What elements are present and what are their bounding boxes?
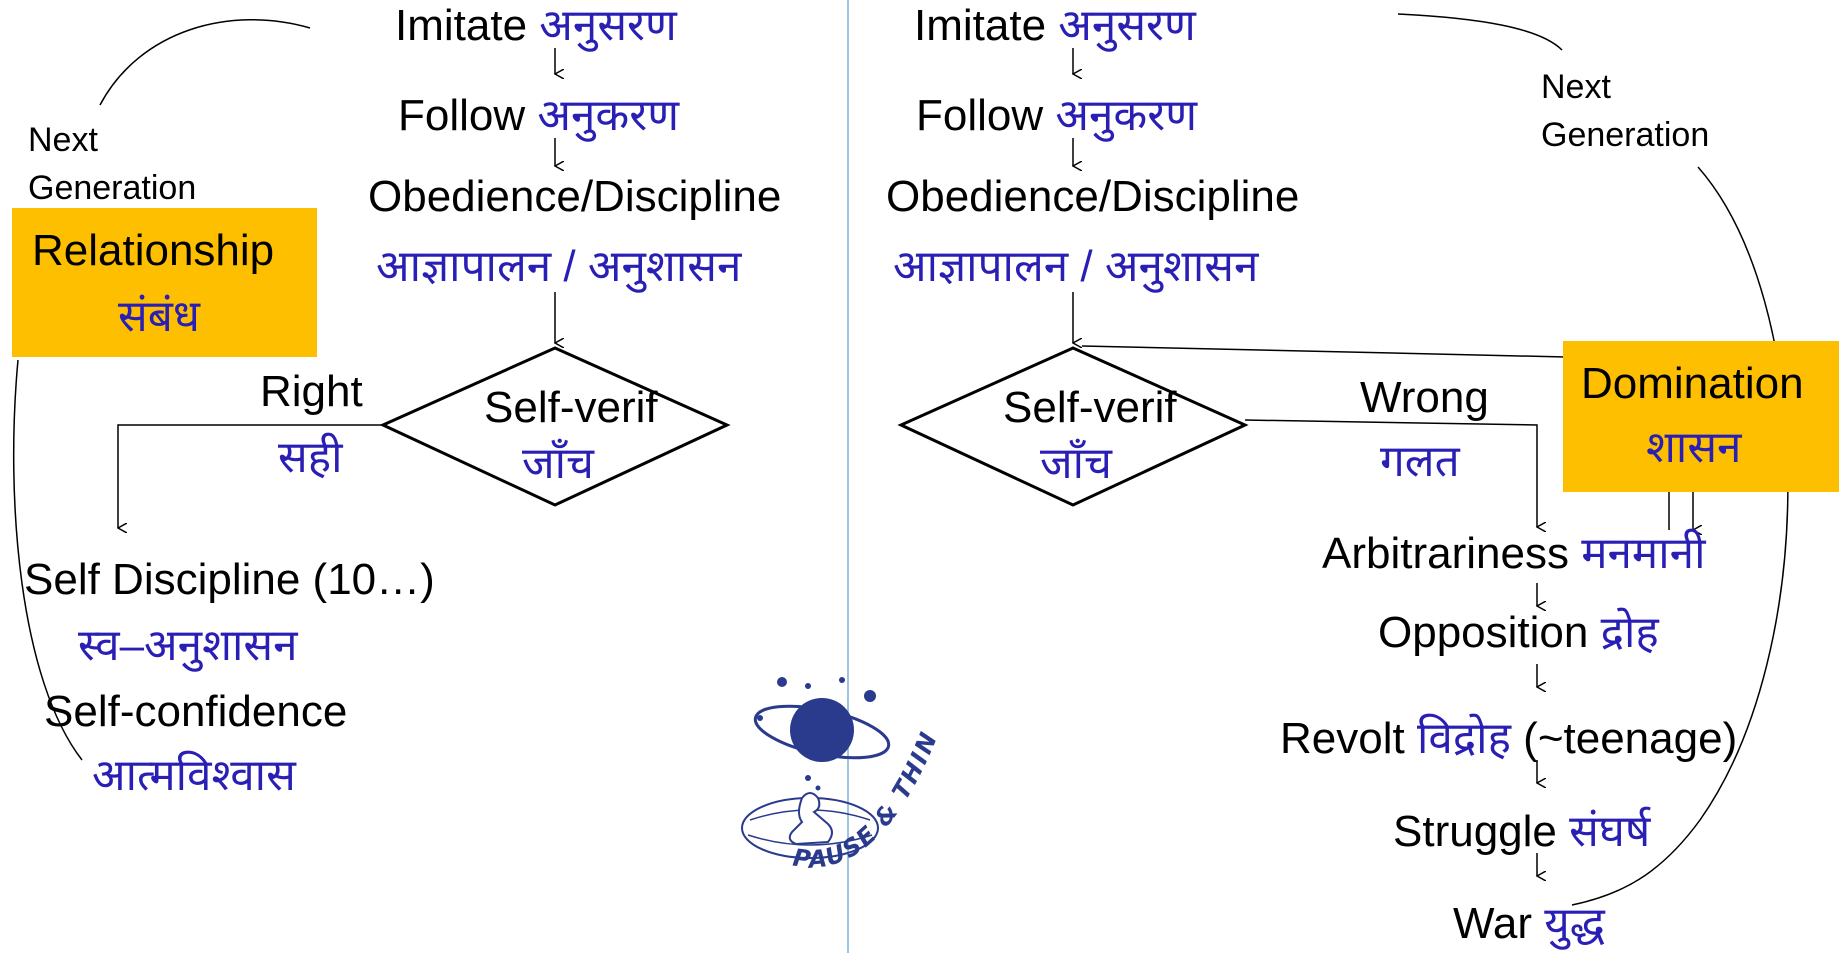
next-gen-curve-left-top xyxy=(99,19,311,106)
next-gen-right-line1: Next xyxy=(1541,68,1611,106)
war-en: War xyxy=(1453,899,1533,948)
self-discipline-hi: स्व–अनुशासन xyxy=(78,621,298,670)
verify-hi-left: जाँच xyxy=(522,439,594,488)
revolt-note: (~teenage) xyxy=(1523,714,1738,763)
obedience-hi-right: आज्ञापालन / अनुशासन xyxy=(893,242,1259,291)
next-gen-curve-right-top xyxy=(1397,13,1563,51)
decision-diamond-right xyxy=(897,346,1249,507)
next-gen-curve-right-bottom xyxy=(1571,166,1789,906)
verify-en-right: Self-verif xyxy=(1003,383,1177,432)
logo-text: PAUSE & THINK xyxy=(730,670,942,874)
arbitrariness-hi: मनमानी xyxy=(1581,529,1706,578)
revolt-hi: विद्रोह xyxy=(1416,714,1511,763)
opposition-en: Opposition xyxy=(1378,608,1589,657)
imitate-en-right: Imitate xyxy=(914,1,1047,50)
next-gen-curve-left-bottom xyxy=(12,359,83,761)
arbitrariness-label: Arbitrariness मनमानी xyxy=(1322,532,1705,576)
wrong-hi: गलत xyxy=(1380,437,1460,486)
follow-en-left: Follow xyxy=(398,91,526,140)
svg-text:PAUSE & THINK: PAUSE & THINK xyxy=(730,670,944,874)
domination-hi: शासन xyxy=(1646,423,1742,472)
revolt-label: Revolt विद्रोह (~teenage) xyxy=(1280,717,1737,761)
war-hi: युद्ध xyxy=(1544,899,1605,948)
imitate-label-right: Imitate अनुसरण xyxy=(914,4,1196,48)
war-label: War युद्ध xyxy=(1453,902,1605,946)
arrow-right-branch xyxy=(118,424,383,528)
domination-en: Domination xyxy=(1581,359,1804,408)
follow-label-right: Follow अनुकरण xyxy=(916,94,1197,138)
revolt-en: Revolt xyxy=(1280,714,1405,763)
verify-hi-right: जाँच xyxy=(1040,439,1112,488)
imitate-en-left: Imitate xyxy=(395,1,528,50)
imitate-hi-right: अनुसरण xyxy=(1058,1,1196,50)
pause-and-think-logo: PAUSE & THINK xyxy=(730,670,944,874)
verify-en-left: Self-verif xyxy=(484,383,658,432)
obedience-en-right: Obedience/Discipline xyxy=(886,172,1300,221)
opposition-hi: द्रोह xyxy=(1600,608,1659,657)
relationship-box xyxy=(12,208,317,357)
domination-box xyxy=(1563,341,1839,492)
next-gen-left-line2: Generation xyxy=(28,169,197,207)
wrong-en: Wrong xyxy=(1360,373,1489,422)
obedience-hi-left: आज्ञापालन / अनुशासन xyxy=(376,242,742,291)
right-en: Right xyxy=(260,367,363,416)
follow-hi-left: अनुकरण xyxy=(537,91,680,140)
self-discipline-en: Self Discipline (10…) xyxy=(24,555,435,604)
self-confidence-hi: आत्मविश्वास xyxy=(92,751,296,800)
struggle-en: Struggle xyxy=(1393,807,1557,856)
next-gen-left-line1: Next xyxy=(28,121,98,159)
struggle-label: Struggle संघर्ष xyxy=(1393,810,1650,854)
line-domination-to-verify xyxy=(1081,345,1567,358)
struggle-hi: संघर्ष xyxy=(1569,807,1651,856)
follow-hi-right: अनुकरण xyxy=(1055,91,1198,140)
opposition-label: Opposition द्रोह xyxy=(1378,611,1659,655)
self-confidence-en: Self-confidence xyxy=(44,687,348,736)
follow-label-left: Follow अनुकरण xyxy=(398,94,679,138)
next-gen-right-line2: Generation xyxy=(1541,116,1710,154)
right-hi: सही xyxy=(278,433,343,482)
decision-diamond-left xyxy=(379,346,731,507)
arrow-wrong-branch xyxy=(1244,419,1537,527)
arbitrariness-en: Arbitrariness xyxy=(1322,529,1569,578)
obedience-en-left: Obedience/Discipline xyxy=(368,172,782,221)
relationship-hi: संबंध xyxy=(118,292,200,341)
imitate-label-left: Imitate अनुसरण xyxy=(395,4,677,48)
relationship-en: Relationship xyxy=(32,226,275,275)
imitate-hi-left: अनुसरण xyxy=(539,1,677,50)
follow-en-right: Follow xyxy=(916,91,1044,140)
